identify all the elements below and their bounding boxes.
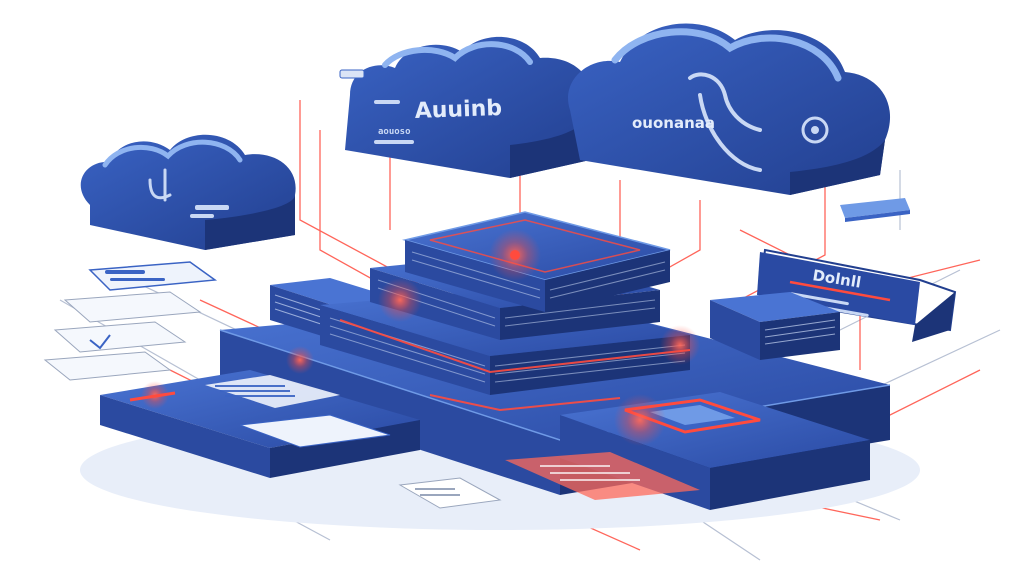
- left-cloud-text-bars: [190, 205, 229, 218]
- center-cloud-label: Auuinb: [414, 96, 502, 124]
- right-cloud-label: ouonanaa: [632, 114, 715, 132]
- center-cloud-sublabel: aouoso: [378, 127, 411, 137]
- right-document-card: Dolnll: [757, 248, 957, 342]
- right-card-red-line: [789, 280, 891, 302]
- right-cloud-badge-dot: [811, 126, 819, 134]
- front-right-module: [505, 392, 870, 510]
- right-server-stack: [710, 292, 840, 360]
- check-icon: [89, 334, 111, 350]
- left-document-panels: [43, 261, 218, 381]
- center-cloud-text-bars: [374, 100, 414, 144]
- central-server-tower: [320, 211, 690, 395]
- right-cloud-badge-icon: [801, 116, 829, 144]
- right-cloud: ouonanaa: [568, 23, 891, 195]
- small-chip-right: [840, 198, 910, 222]
- bottom-paper: [398, 477, 502, 509]
- center-cloud-tag: [339, 69, 365, 79]
- core-dot: [510, 250, 520, 260]
- right-cloud-icon: [688, 72, 762, 172]
- base-red-edges: [339, 319, 691, 412]
- front-left-module: [100, 370, 420, 478]
- left-cloud: [80, 134, 296, 250]
- left-cloud-icon: [148, 168, 172, 202]
- base-glows: [286, 278, 700, 446]
- center-cloud: Auuinb aouoso: [339, 36, 593, 178]
